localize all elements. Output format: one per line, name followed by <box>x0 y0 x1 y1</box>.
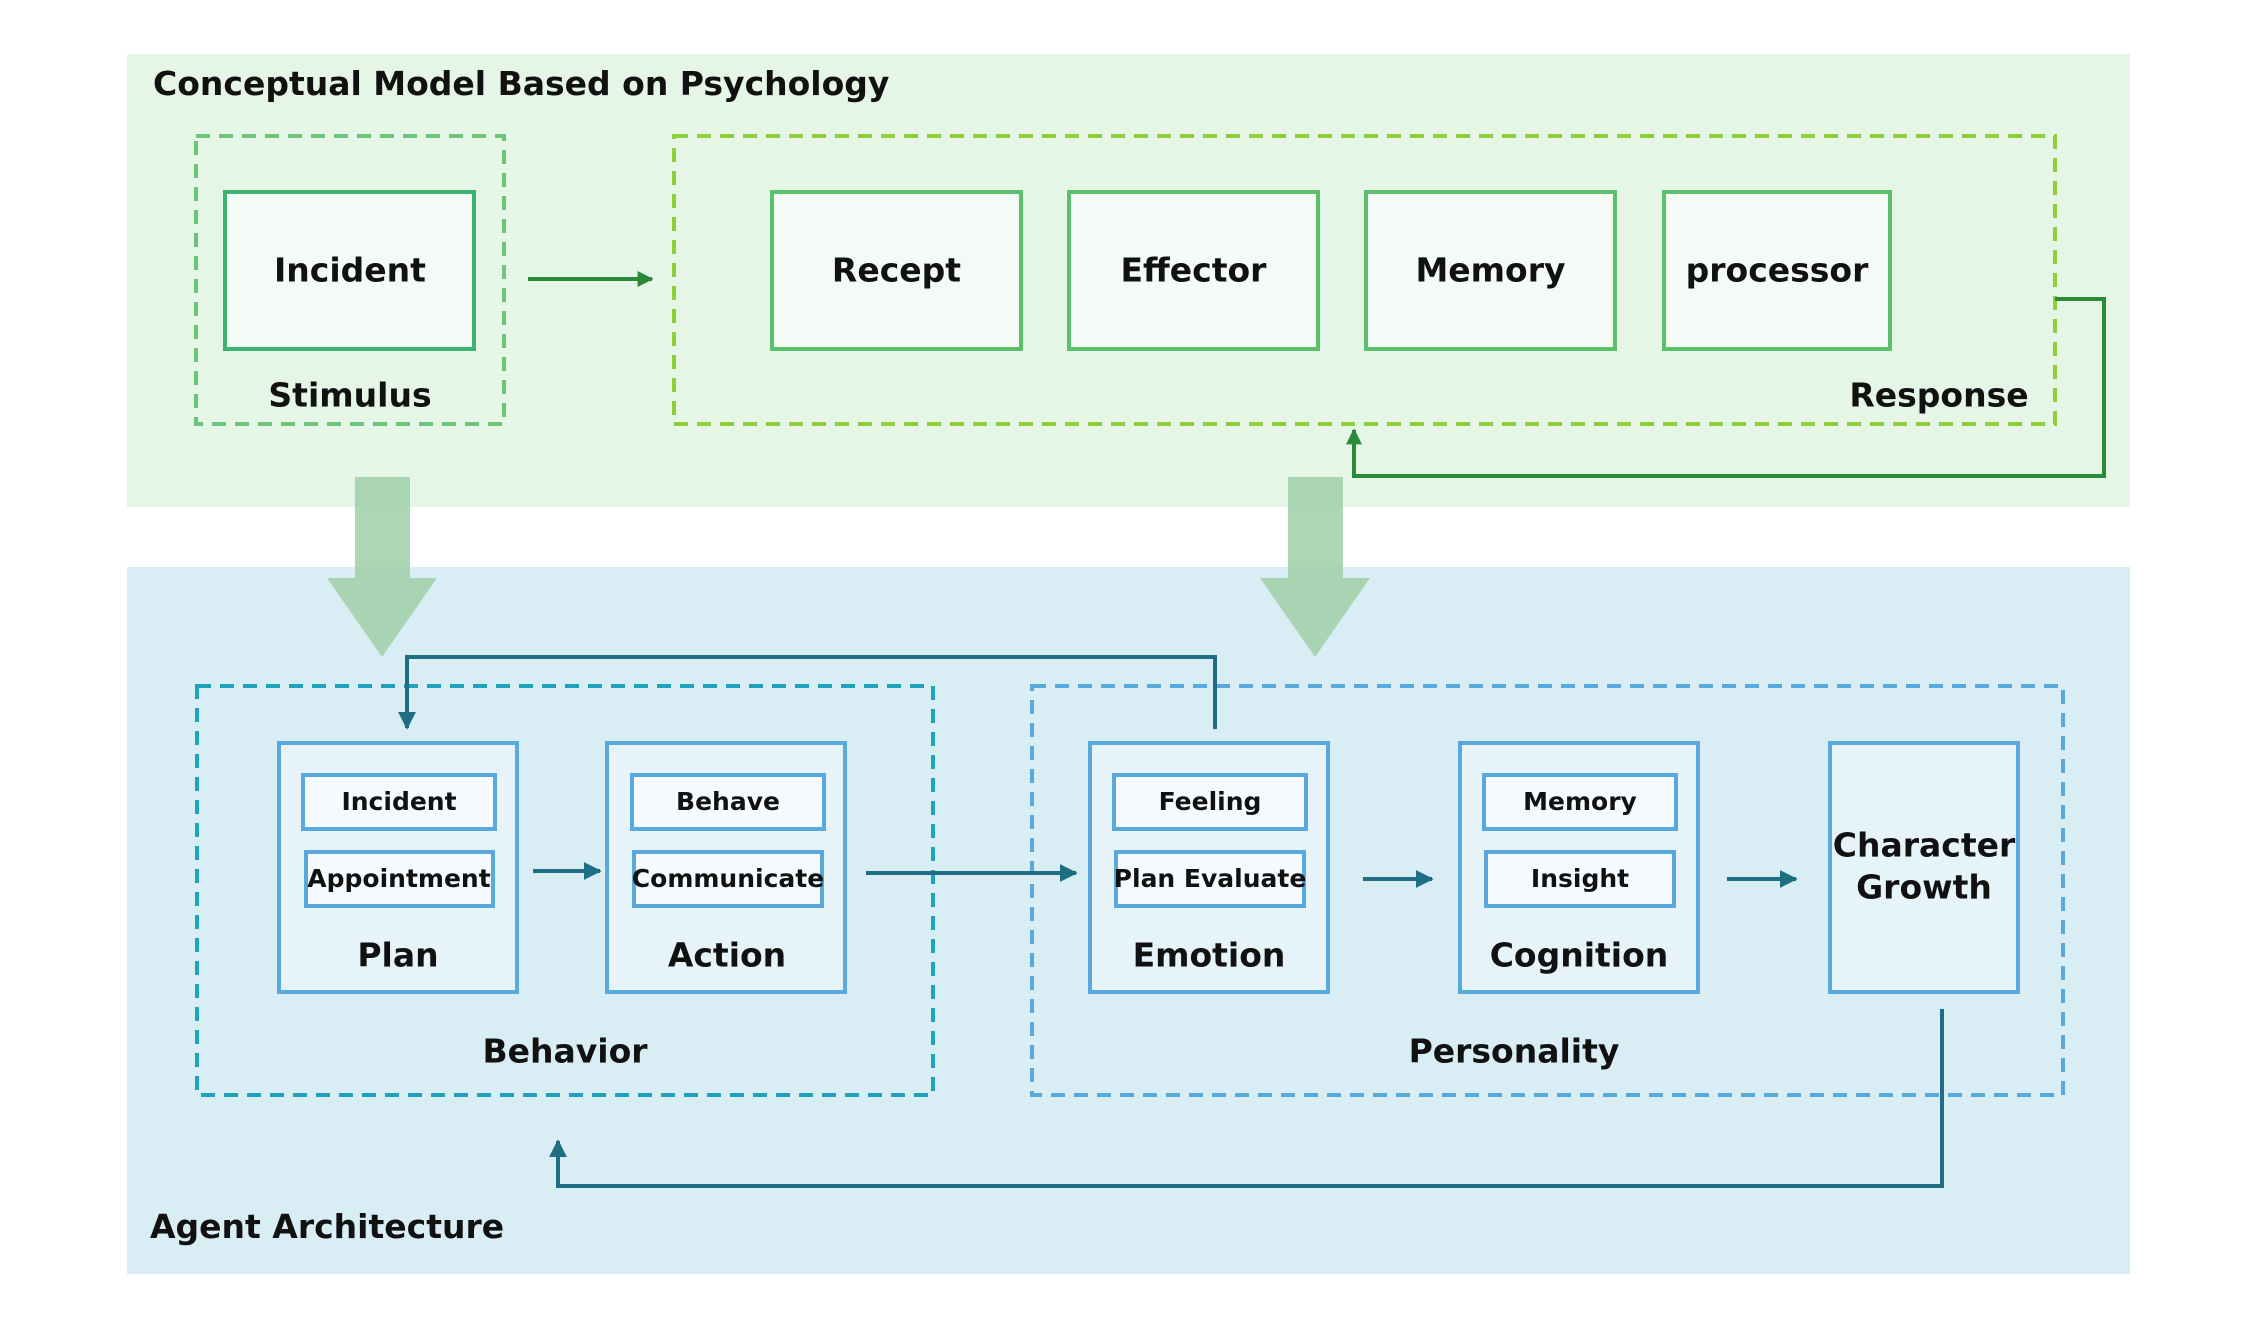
stimulus-incident-box <box>223 190 476 351</box>
growth-to-behavior-feedback-arrow <box>549 1009 1944 1188</box>
action-label: Action <box>668 936 786 975</box>
action-communicate-item <box>632 850 824 908</box>
stimulus-group <box>194 134 506 426</box>
personality-group <box>1030 684 2065 1097</box>
stimulus-label: Stimulus <box>268 376 431 415</box>
cognition-label: Cognition <box>1490 936 1669 975</box>
plan-incident-item <box>301 773 497 831</box>
character-growth-line1: Character <box>1833 826 2016 865</box>
emotion-feeling-item <box>1112 773 1308 831</box>
cognition-insight-item <box>1484 850 1676 908</box>
response-processor-label: processor <box>1686 251 1869 290</box>
plan-incident-text: Incident <box>341 787 456 816</box>
response-processor-box <box>1662 190 1892 351</box>
plan-appointment-item <box>304 850 495 908</box>
response-recept-label: Recept <box>832 251 961 290</box>
cognition-memory-item <box>1482 773 1678 831</box>
emotion-label: Emotion <box>1133 936 1286 975</box>
emotion-plan-evaluate-item <box>1114 850 1306 908</box>
response-feedback-arrow <box>1346 297 2106 478</box>
character-growth-line2: Growth <box>1856 868 1992 907</box>
response-memory-label: Memory <box>1415 251 1565 290</box>
cognition-memory-text: Memory <box>1523 787 1637 816</box>
response-effector-box <box>1067 190 1320 351</box>
response-to-personality-big-arrow <box>1260 477 1370 657</box>
action-communicate-text: Communicate <box>632 864 824 893</box>
cognition-insight-text: Insight <box>1531 864 1629 893</box>
character-growth-module <box>1828 741 2020 994</box>
conceptual-model-title: Conceptual Model Based on Psychology <box>153 64 889 103</box>
response-group <box>672 134 2057 426</box>
behavior-label: Behavior <box>482 1032 648 1071</box>
response-effector-label: Effector <box>1121 251 1268 290</box>
stimulus-incident-label: Incident <box>274 251 426 290</box>
emotion-plan-evaluate-text: Plan Evaluate <box>1114 864 1307 893</box>
response-label: Response <box>1849 376 2028 415</box>
response-recept-box <box>770 190 1023 351</box>
emotion-feeling-text: Feeling <box>1159 787 1262 816</box>
stimulus-to-behavior-big-arrow <box>327 477 437 657</box>
agent-architecture-title: Agent Architecture <box>150 1207 504 1246</box>
emotion-to-plan-feedback-arrow <box>398 655 1217 730</box>
action-behave-text: Behave <box>676 787 780 816</box>
personality-label: Personality <box>1409 1032 1620 1071</box>
response-memory-box <box>1364 190 1617 351</box>
plan-label: Plan <box>357 936 438 975</box>
action-behave-item <box>630 773 826 831</box>
plan-appointment-text: Appointment <box>307 864 490 893</box>
behavior-group <box>195 684 935 1097</box>
